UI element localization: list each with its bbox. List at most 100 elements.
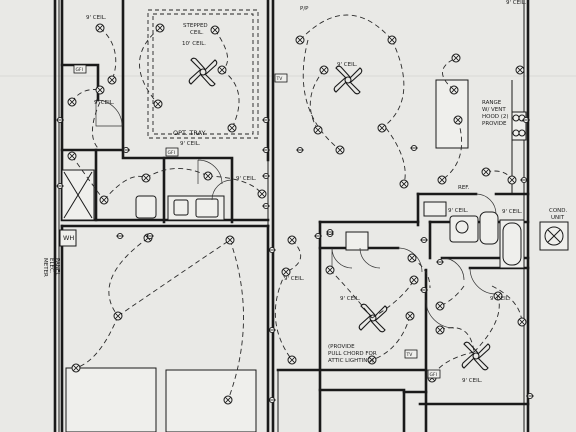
garage-door-right: [165, 369, 257, 432]
tv-label: TV: [276, 76, 284, 82]
light-fixture-icon: [71, 363, 81, 373]
light-fixture-icon: [377, 123, 387, 133]
label-ceil: 9' CEIL.: [337, 62, 358, 68]
light-fixtures: [67, 23, 527, 405]
tray-ceiling: [147, 9, 259, 139]
water-heater-label: WH: [63, 234, 74, 242]
label-ceil: 9' CEIL.: [284, 276, 305, 282]
light-fixture-icon: [67, 151, 77, 161]
outlet-icon: [314, 232, 322, 240]
outlet-icon: [520, 176, 528, 184]
outlet-icon: [146, 232, 154, 240]
garage-door-left: [65, 367, 157, 432]
light-fixture-icon: [203, 171, 213, 181]
light-fixture-icon: [113, 311, 123, 321]
light-fixture-icon: [451, 53, 461, 63]
light-fixture-icon: [507, 175, 517, 185]
label-ref: REF.: [458, 185, 470, 191]
label-10-ceil: 10' CEIL.: [182, 41, 206, 47]
water-heater: [59, 229, 77, 247]
label-ceil: 9' CEIL.: [340, 296, 361, 302]
light-fixture-icon: [223, 395, 233, 405]
light-fixture-icon: [287, 355, 297, 365]
light-fixture-icon: [335, 145, 345, 155]
label-opt-tray: OPT. TRAY: [173, 129, 206, 137]
light-fixture-icon: [515, 65, 525, 75]
light-fixture-icon: [227, 123, 237, 133]
tv-label: TV: [406, 352, 414, 358]
tv-outlet-icon: TV: [274, 73, 288, 83]
label-ceil: 9' CEIL.: [236, 176, 257, 182]
light-fixture-icon: [435, 325, 445, 335]
outlet-icon: [268, 326, 276, 334]
outlet-icon: [56, 182, 64, 190]
outlet-icon: [56, 116, 64, 124]
label-pp: P/P: [300, 6, 309, 12]
outlet-icon: [420, 236, 428, 244]
light-fixture-icon: [281, 267, 291, 277]
outlet-icon: [268, 396, 276, 404]
light-fixture-icon: [95, 85, 105, 95]
label-ceil: 9' CEIL.: [502, 209, 523, 215]
gfi-label: GFI: [430, 372, 437, 378]
light-fixture-icon: [325, 265, 335, 275]
outlet-icon: [262, 146, 270, 154]
panel-label-1: METER: [42, 258, 48, 277]
label-ceil: 9' CEIL.: [506, 0, 527, 6]
attic-note-2: PULL CHORD FOR: [328, 351, 377, 357]
light-fixture-icon: [99, 195, 109, 205]
light-fixture-icon: [313, 125, 323, 135]
outlet-icon: [410, 144, 418, 152]
gfi-outlet-icon: GFI: [165, 147, 179, 157]
attic-note-3: ATTIC LIGHTING): [328, 358, 374, 364]
water-closet: [135, 195, 157, 219]
panel-label-3: PANEL: [54, 258, 60, 276]
outlet-icon: [122, 146, 130, 154]
light-fixture-icon: [437, 175, 447, 185]
label-ceil: 9' CEIL.: [86, 15, 107, 21]
fixtures: [59, 79, 569, 432]
cond-unit-label-1: COND.: [549, 208, 568, 214]
label-ceil: 9' CEIL.: [490, 296, 511, 302]
ceiling-fan-icon: [358, 303, 388, 333]
light-fixture-icon: [405, 311, 415, 321]
light-fixture-icon: [67, 97, 77, 107]
outlet-icon: [268, 246, 276, 254]
devices: TV GFI GFI TV GFI: [56, 64, 534, 404]
label-ceil: 9' CEIL.: [448, 208, 469, 214]
range-note-2: W/ VENT: [482, 107, 506, 113]
light-fixture-icon: [225, 235, 235, 245]
ceiling-fan-icon: [188, 57, 218, 87]
label-ceil: 9' CEIL.: [462, 378, 483, 384]
gfi-outlet-icon: GFI: [427, 369, 441, 379]
range-note-1: RANGE: [482, 100, 502, 106]
light-fixture-icon: [435, 301, 445, 311]
light-fixture-icon: [493, 291, 503, 301]
light-fixture-icon: [407, 253, 417, 263]
gfi-label: GFI: [76, 67, 83, 73]
outlet-icon: [262, 172, 270, 180]
light-fixture-icon: [217, 65, 227, 75]
light-fixture-icon: [153, 99, 163, 109]
outlet-icon: [526, 392, 534, 400]
toilet: [479, 211, 499, 245]
light-fixture-icon: [95, 23, 105, 33]
light-fixture-icon: [107, 75, 117, 85]
outlet-icon: [116, 232, 124, 240]
label-ceil: 9' CEIL.: [180, 141, 201, 147]
ceiling-fan-icon: [461, 341, 491, 371]
light-fixture-icon: [295, 35, 305, 45]
light-fixture-icon: [319, 65, 329, 75]
label-ceil: 9' CEIL.: [94, 100, 115, 106]
cond-unit-label-2: UNIT: [551, 215, 565, 221]
outlet-icon: [262, 202, 270, 210]
outlet-icon: [262, 116, 270, 124]
light-fixture-icon: [287, 235, 297, 245]
light-fixture-icon: [367, 355, 377, 365]
light-fixture-icon: [210, 25, 220, 35]
outlet-icon: [436, 258, 444, 266]
gfi-outlet-icon: GFI: [73, 64, 87, 74]
closet-shelf: [345, 231, 369, 251]
